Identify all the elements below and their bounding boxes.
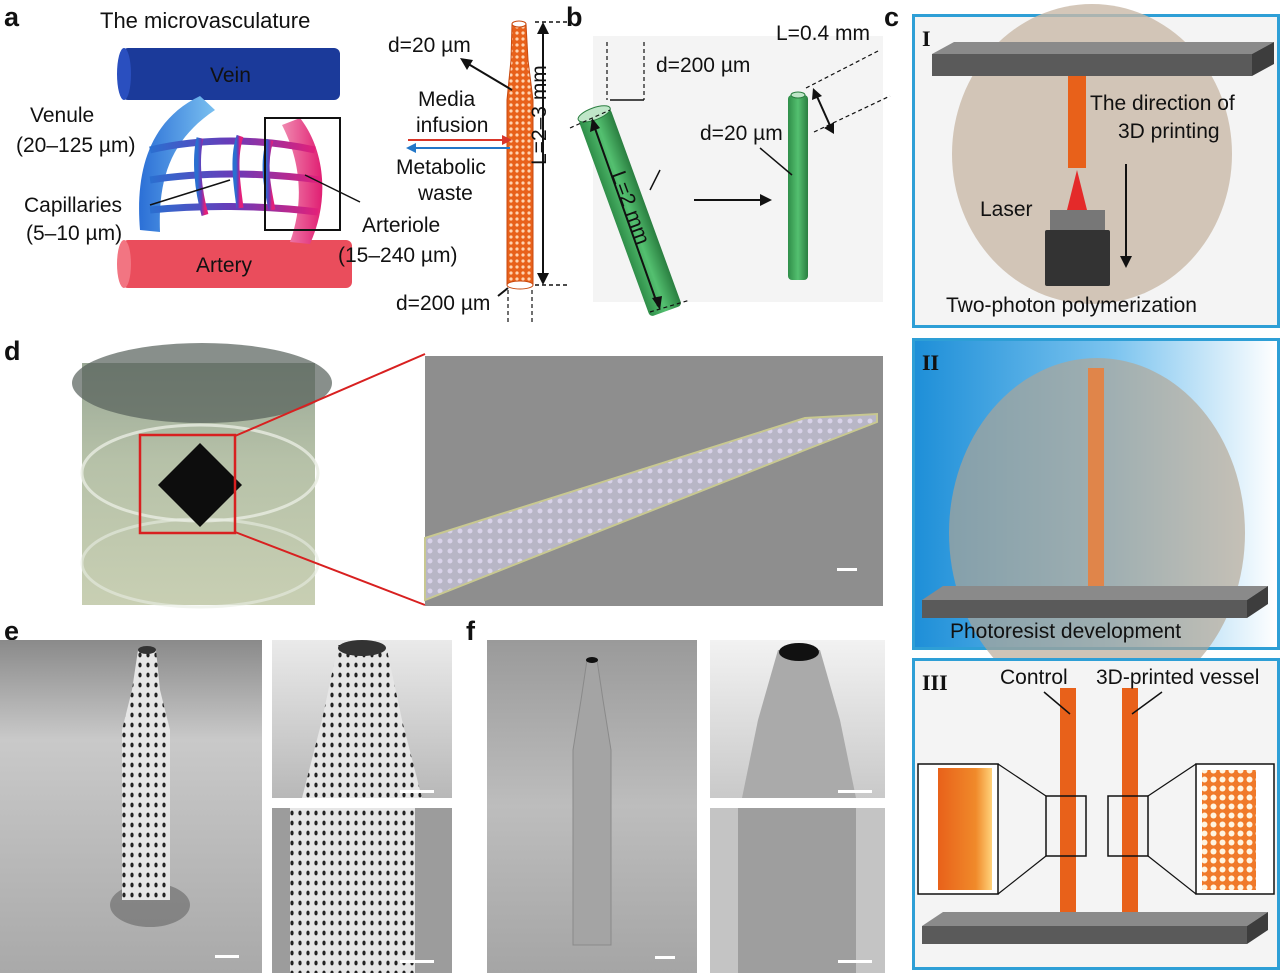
venule-vessel bbox=[139, 96, 215, 232]
metabolic-label-line1: Metabolic bbox=[396, 156, 486, 179]
panel-label-c: c bbox=[884, 2, 900, 32]
zoom-lines-d bbox=[234, 353, 426, 606]
scale-bar-d bbox=[837, 568, 857, 571]
panel-label-f: f bbox=[466, 616, 475, 646]
tube-schematic bbox=[569, 42, 891, 316]
sem-control-f-top bbox=[742, 643, 872, 798]
step-1-numeral: I bbox=[922, 26, 931, 51]
venule-label: Venule bbox=[30, 104, 95, 127]
substrate-top bbox=[932, 54, 1252, 76]
laser-beam bbox=[1067, 170, 1087, 210]
sem-vessel-e-bottom bbox=[290, 808, 434, 973]
microvasculature-diagram bbox=[117, 48, 361, 288]
vein-vessel bbox=[122, 48, 340, 100]
step-3-numeral: III bbox=[922, 670, 948, 695]
vein-label: Vein bbox=[210, 64, 251, 87]
artery-vessel bbox=[122, 240, 352, 288]
step-2-caption: Photoresist development bbox=[950, 620, 1182, 643]
petri-dish-overlay bbox=[72, 343, 332, 609]
panel-label-a: a bbox=[4, 2, 20, 32]
substrate-2 bbox=[922, 600, 1247, 618]
printed-vessel-label: 3D-printed vessel bbox=[1096, 666, 1260, 689]
sem-control-f-bottom bbox=[738, 808, 872, 973]
microvasculature-title: The microvasculature bbox=[100, 8, 311, 33]
printed-vessel bbox=[1122, 688, 1138, 928]
sem-vessel-e bbox=[110, 646, 239, 958]
objective-lens bbox=[1050, 210, 1105, 230]
printed-column bbox=[1068, 76, 1086, 168]
direction-line1: The direction of bbox=[1090, 92, 1235, 115]
control-label: Control bbox=[1000, 666, 1068, 689]
step-1-caption: Two-photon polymerization bbox=[946, 294, 1197, 317]
arteriole-size: (15–240 µm) bbox=[338, 244, 458, 267]
step-2-illustration bbox=[922, 358, 1268, 708]
short-tube bbox=[788, 95, 808, 280]
developed-vessel bbox=[1088, 368, 1104, 590]
zoom-box bbox=[264, 117, 341, 231]
panel-label-d: d bbox=[4, 336, 21, 366]
chip-highlight-box bbox=[138, 433, 237, 535]
step-1-illustration bbox=[932, 4, 1274, 304]
scale-bar-f3 bbox=[838, 960, 872, 963]
panel-label-b: b bbox=[566, 2, 583, 32]
step-3-illustration bbox=[917, 688, 1275, 944]
capillary-network bbox=[149, 134, 321, 216]
long-tube bbox=[579, 109, 681, 316]
scale-bar-f2 bbox=[838, 790, 872, 793]
large-diameter-label: d=200 µm bbox=[656, 54, 751, 77]
small-diameter-label: d=20 µm bbox=[700, 122, 783, 145]
panel-label-e: e bbox=[4, 616, 20, 646]
sem-vessel-e-top bbox=[302, 640, 434, 798]
laser-label: Laser bbox=[980, 198, 1033, 221]
printed-vessel-schematic bbox=[406, 20, 570, 325]
vessel-bottom-diameter: d=200 µm bbox=[396, 292, 491, 315]
scale-bar-e2 bbox=[400, 790, 434, 793]
micrograph-vessel-shape bbox=[424, 412, 878, 602]
capillaries-size: (5–10 µm) bbox=[26, 222, 123, 245]
scale-bar-e3 bbox=[400, 960, 434, 963]
metabolic-label-line2: waste bbox=[418, 182, 473, 205]
arteriole-label: Arteriole bbox=[362, 214, 441, 237]
scale-bar-f1 bbox=[655, 956, 675, 959]
capillaries-label: Capillaries bbox=[24, 194, 123, 217]
control-vessel bbox=[1060, 688, 1076, 928]
venule-size: (20–125 µm) bbox=[16, 134, 136, 157]
artery-label: Artery bbox=[196, 254, 253, 277]
chip bbox=[158, 443, 242, 527]
step-2-numeral: II bbox=[922, 350, 940, 375]
media-label-line2: infusion bbox=[416, 114, 489, 137]
short-length-label: L=0.4 mm bbox=[776, 22, 870, 45]
vessel-top-diameter: d=20 µm bbox=[388, 34, 471, 57]
photoresist-drop bbox=[952, 4, 1232, 304]
sem-control-f bbox=[572, 657, 675, 959]
scale-bar-e1 bbox=[215, 955, 239, 958]
substrate-3 bbox=[922, 926, 1247, 944]
direction-line2: 3D printing bbox=[1118, 120, 1220, 143]
vessel-length: L=2–3 mm bbox=[528, 65, 551, 165]
media-label-line1: Media bbox=[418, 88, 476, 111]
